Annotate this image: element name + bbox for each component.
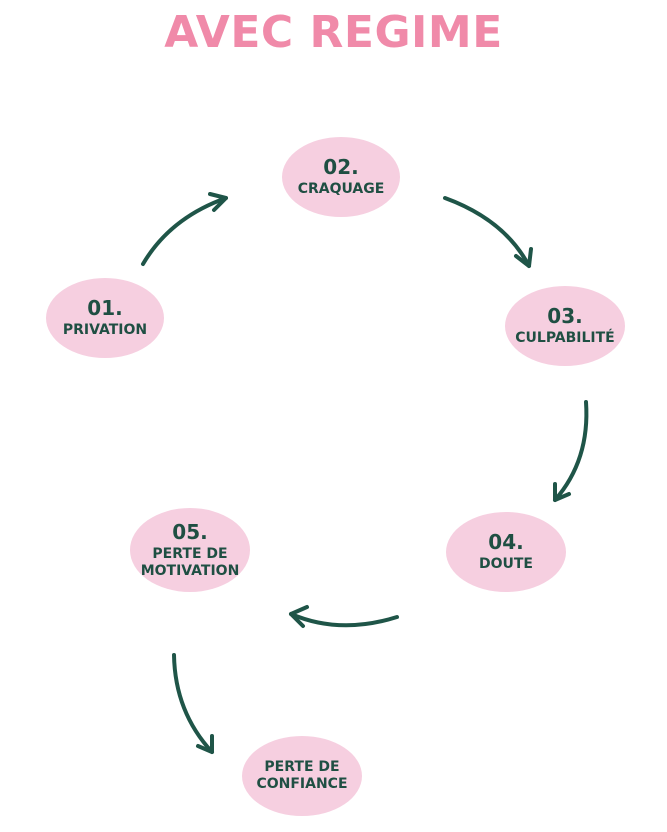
step-perte-de-confiance: PERTE DE CONFIANCE xyxy=(242,736,362,816)
arrow-privation-to-craquage xyxy=(141,192,228,266)
step-label: CRAQUAGE xyxy=(297,181,385,197)
arrow-motivation-to-confiance xyxy=(172,653,214,754)
step-label-line2: MOTIVATION xyxy=(140,562,240,579)
step-number: 05. xyxy=(172,519,208,544)
step-label: PRIVATION xyxy=(62,322,148,338)
step-number: 04. xyxy=(488,530,524,554)
step-label-line1: PERTE DE xyxy=(264,759,340,775)
step-label-line2: CONFIANCE xyxy=(256,776,348,792)
step-04-doute: 04. DOUTE xyxy=(446,512,566,592)
arrow-doute-to-perte-de-motivation xyxy=(289,605,399,628)
arrow-culpabilite-to-doute xyxy=(553,400,589,502)
step-number: 03. xyxy=(547,304,583,328)
step-label-line1: PERTE DE xyxy=(152,545,228,562)
page-title: AVEC REGIME xyxy=(164,7,503,58)
arrow-craquage-to-culpabilite xyxy=(443,196,533,268)
step-02-craquage: 02. CRAQUAGE xyxy=(282,137,400,217)
step-number: 02. xyxy=(323,155,359,179)
step-label: DOUTE xyxy=(478,556,533,572)
step-01-privation: 01. PRIVATION xyxy=(46,278,164,358)
step-label: CULPABILITÉ xyxy=(515,330,615,346)
step-05-perte-de-motivation: 05. PERTE DE MOTIVATION xyxy=(130,508,250,592)
step-number: 01. xyxy=(87,296,123,320)
step-03-culpabilite: 03. CULPABILITÉ xyxy=(505,286,625,366)
